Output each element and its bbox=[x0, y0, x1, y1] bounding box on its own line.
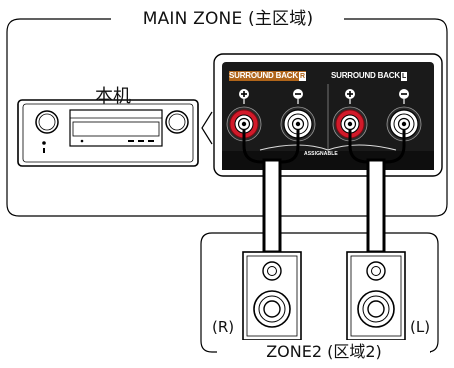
terminal-r-plus bbox=[226, 89, 262, 142]
unit-label: 本机 bbox=[95, 86, 131, 107]
speaker-cables bbox=[242, 130, 406, 254]
cable-right bbox=[366, 158, 386, 254]
minus-marker-icon bbox=[293, 89, 303, 104]
zone2-frame bbox=[200, 232, 439, 353]
speaker-left-channel bbox=[346, 251, 406, 341]
surround-back-l-letter: L bbox=[400, 72, 408, 81]
terminal-r-minus bbox=[280, 89, 316, 142]
speaker-r-label: (R) bbox=[212, 318, 235, 336]
zone2-title: ZONE2 (区域2) bbox=[218, 340, 430, 364]
main-zone-frame bbox=[6, 18, 448, 217]
speaker-l-label: (L) bbox=[410, 318, 431, 336]
assignable-label: ASSIGNABLE bbox=[304, 151, 338, 157]
cable-left bbox=[262, 158, 282, 254]
av-receiver bbox=[17, 99, 199, 167]
surround-back-r-letter: R bbox=[298, 72, 306, 81]
speaker-terminals bbox=[226, 89, 422, 142]
plus-marker-icon bbox=[345, 89, 355, 104]
terminal-l-plus bbox=[332, 89, 368, 142]
terminal-l-minus bbox=[386, 89, 422, 142]
plus-marker-icon bbox=[239, 89, 249, 104]
main-zone-title: MAIN ZONE (主区域) bbox=[112, 7, 344, 31]
callout-bracket bbox=[201, 111, 213, 145]
speaker-right-channel bbox=[242, 251, 302, 341]
surround-back-r-text: SURROUND BACK bbox=[229, 71, 298, 80]
minus-marker-icon bbox=[399, 89, 409, 104]
surround-back-l-text: SURROUND BACK bbox=[331, 71, 400, 80]
